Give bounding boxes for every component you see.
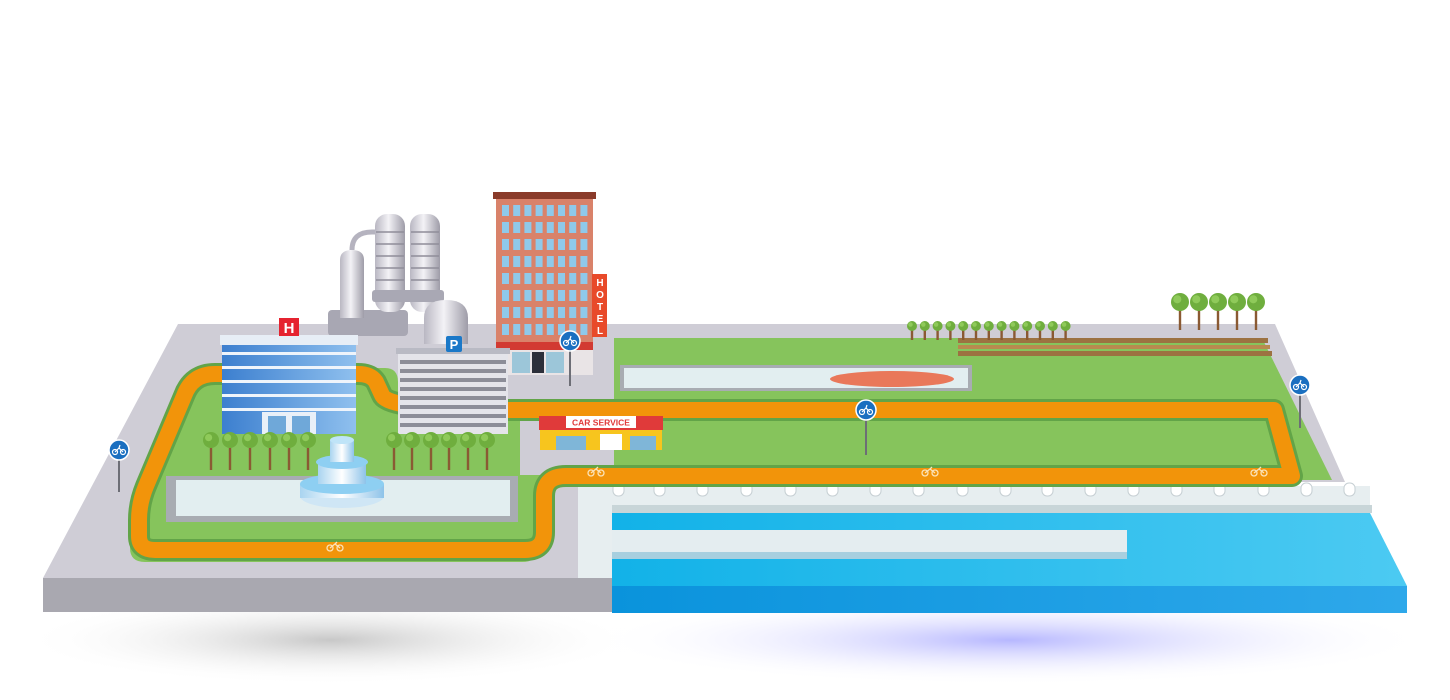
bicycle-sign-icon bbox=[108, 439, 130, 492]
water-basin bbox=[612, 513, 1407, 613]
tree-icon bbox=[281, 432, 297, 470]
tree-icon bbox=[1247, 293, 1265, 330]
pier bbox=[612, 530, 1127, 552]
fountain-icon bbox=[300, 436, 384, 508]
parking-garage: P bbox=[396, 336, 510, 434]
tree-icon bbox=[958, 321, 969, 340]
car-service-sign: CAR SERVICE bbox=[572, 418, 630, 428]
tree-icon bbox=[479, 432, 495, 470]
tree-icon bbox=[460, 432, 476, 470]
hotel-sign-letter: H bbox=[596, 278, 603, 289]
tree-icon bbox=[932, 321, 943, 340]
hotel-sign-letter: T bbox=[597, 302, 603, 313]
tree-icon bbox=[1022, 321, 1033, 340]
industrial-tank-icon bbox=[328, 214, 468, 344]
hotel-building bbox=[493, 192, 596, 375]
tree-icon bbox=[919, 321, 930, 340]
water-shadow bbox=[590, 595, 1430, 685]
tree-icon bbox=[996, 321, 1007, 340]
parking-sign-label: P bbox=[450, 337, 459, 352]
bicycle-signs bbox=[108, 330, 1311, 492]
tree-icon bbox=[222, 432, 238, 470]
tree-icon bbox=[300, 432, 316, 470]
tree-icon bbox=[1060, 321, 1071, 340]
tree-icon bbox=[262, 432, 278, 470]
bike-lane bbox=[128, 363, 1303, 561]
tree-icon bbox=[1209, 293, 1227, 330]
parking-sign bbox=[446, 336, 462, 352]
tree-icon bbox=[386, 432, 402, 470]
tree-icon bbox=[423, 432, 439, 470]
hotel-sign: H O T E L bbox=[592, 274, 607, 337]
tree-icon bbox=[1190, 293, 1208, 330]
field-rows bbox=[958, 338, 1272, 356]
bicycle-sign-icon bbox=[559, 330, 581, 386]
tree-icon bbox=[1047, 321, 1058, 340]
hotel-sign-letter: E bbox=[597, 314, 604, 325]
tree-group bbox=[203, 293, 1265, 470]
tree-icon bbox=[945, 321, 956, 340]
land-shadow bbox=[20, 595, 640, 685]
tree-icon bbox=[983, 321, 994, 340]
car-service-building: CAR SERVICE bbox=[539, 416, 663, 450]
hotel-sign-letter: O bbox=[596, 290, 604, 301]
tree-icon bbox=[441, 432, 457, 470]
tree-icon bbox=[1228, 293, 1246, 330]
tree-icon bbox=[242, 432, 258, 470]
hospital-sign bbox=[279, 318, 299, 336]
hotel-sign-letter: L bbox=[597, 326, 603, 337]
tree-icon bbox=[404, 432, 420, 470]
tree-icon bbox=[1171, 293, 1189, 330]
tree-icon bbox=[907, 321, 917, 340]
bicycle-sign-icon bbox=[855, 399, 877, 455]
tree-icon bbox=[203, 432, 219, 470]
bicycle-lane-marking-icon bbox=[326, 466, 1268, 552]
hospital-sign-label: H bbox=[284, 320, 295, 337]
flower-bed bbox=[830, 371, 954, 387]
bicycle-sign-icon bbox=[1289, 374, 1311, 428]
tree-icon bbox=[971, 321, 981, 340]
hospital-building: H bbox=[220, 318, 358, 434]
tree-icon bbox=[1009, 321, 1020, 340]
tree-icon bbox=[1035, 321, 1045, 340]
